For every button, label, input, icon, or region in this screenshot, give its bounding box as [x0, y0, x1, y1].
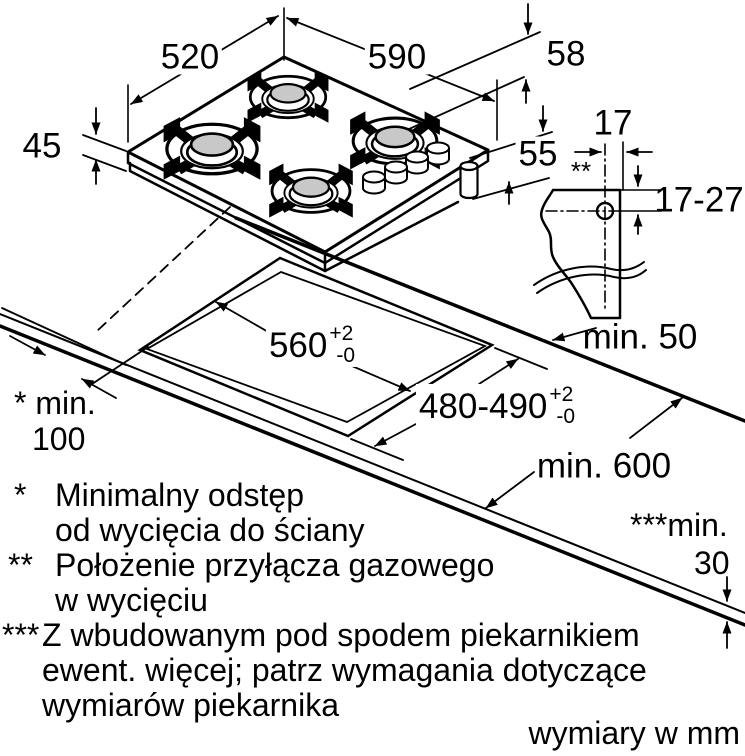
cabinet-panel-section — [540, 188, 622, 320]
footnote-3-line-2: ewent. więcej; patrz wymagania dotyczące — [42, 652, 647, 688]
dim-label-520: 520 — [157, 39, 223, 75]
dim-label-58: 58 — [543, 36, 589, 72]
control-knob — [362, 170, 386, 195]
control-knob — [384, 160, 408, 185]
dim-label-590: 590 — [364, 39, 430, 75]
projection-dashed-line — [96, 206, 231, 332]
cutout-depth-value: 480-490 — [418, 386, 548, 426]
dim-label-55: 55 — [515, 136, 561, 172]
dim-label-min-50: min. 50 — [582, 317, 698, 357]
footnote-marker-1: * — [14, 477, 27, 513]
cutout-depth-tol-plus: +2 — [549, 382, 574, 406]
dim-label-min-30-line2: 30 — [694, 545, 730, 581]
gas-connection-detail — [533, 141, 662, 320]
footnote-1-line-2: od wycięcia do ściany — [55, 512, 365, 548]
footnote-marker-2: ** — [8, 547, 33, 583]
cutout-outline — [137, 256, 495, 438]
control-knob — [405, 150, 429, 175]
dim-label-cutout-width: 560 +2 -0 — [265, 321, 359, 368]
footnote-2: Położenie przyłącza gazowego w wycięciu — [55, 548, 494, 618]
gas-inlet-stub — [459, 160, 479, 200]
units-note: wymiary w mm — [528, 715, 740, 751]
cutout-depth-tol-minus: -0 — [556, 405, 576, 428]
dim-label-45: 45 — [19, 128, 65, 164]
burner-left — [161, 115, 263, 182]
dim-label-min-600: min. 600 — [536, 446, 672, 486]
countertop-drawing — [0, 206, 745, 649]
footnote-2-line-2: w wycięciu — [55, 582, 208, 618]
dim-label-min-100-line2: 100 — [32, 421, 86, 457]
footnote-marker-3: *** — [2, 617, 40, 653]
dim-label-17: 17 — [593, 103, 633, 143]
dim-label-min-30-line1: ***min. — [630, 507, 728, 543]
gas-marker-asterisks: ** — [570, 156, 592, 186]
burner-front — [267, 162, 355, 220]
dim-label-cutout-depth: 480-490 +2 -0 — [415, 382, 579, 429]
burner-back — [246, 68, 330, 125]
cutout-width-tol-minus: -0 — [336, 344, 356, 367]
footnote-3-line-3: wymiarów piekarnika — [42, 687, 339, 723]
hob-drawing — [126, 55, 490, 273]
cutout-width-tol-plus: +2 — [329, 321, 354, 345]
footnote-3: Z wbudowanym pod spodem piekarnikiem ewe… — [42, 618, 647, 723]
footnote-1-line-1: Minimalny odstęp — [55, 477, 304, 513]
footnote-1: Minimalny odstęp od wycięcia do ściany — [55, 478, 364, 548]
dim-label-17-27: 17-27 — [654, 180, 744, 220]
footnote-3-line-1: Z wbudowanym pod spodem piekarnikiem — [42, 617, 640, 653]
dim-label-min-100-line1: * min. — [14, 385, 96, 421]
control-knob — [426, 141, 450, 166]
cutout-width-value: 560 — [268, 325, 328, 365]
footnote-2-line-1: Położenie przyłącza gazowego — [55, 547, 495, 583]
